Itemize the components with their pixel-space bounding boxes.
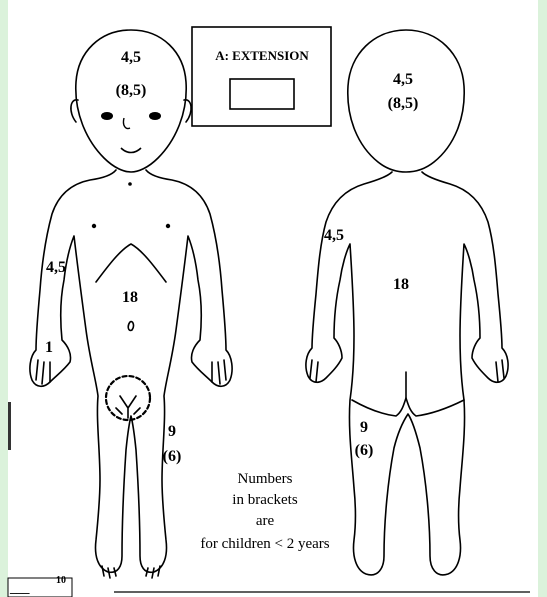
front-eye-right <box>149 112 161 120</box>
back-head-value: 4,5 <box>393 71 413 88</box>
front-eye-left <box>101 112 113 120</box>
front-trunk-value: 18 <box>122 289 138 306</box>
front-leg-child-value: (6) <box>163 448 182 465</box>
footer-number: 10 <box>56 575 66 586</box>
left-margin-mark <box>8 402 11 450</box>
note: Numbers in brackets are for children < 2… <box>200 471 329 552</box>
note-line-4: for children < 2 years <box>200 536 329 552</box>
front-nipple-right <box>166 224 170 228</box>
front-arm-value: 4,5 <box>46 259 66 276</box>
footer: ___ 10 <box>8 575 530 597</box>
front-face <box>92 112 170 228</box>
back-leg-value: 9 <box>360 419 368 436</box>
front-genital-value: 1 <box>45 339 53 356</box>
back-arm-value: 4,5 <box>324 227 344 244</box>
front-nipple-left <box>92 224 96 228</box>
extension-box-outer <box>192 27 331 126</box>
front-head-value: 4,5 <box>121 49 141 66</box>
note-line-2: in brackets <box>232 492 298 508</box>
front-body-outline <box>30 170 232 572</box>
back-leg-child-value: (6) <box>355 442 374 459</box>
front-genital-mark <box>116 396 140 418</box>
front-labels: 4,5 (8,5) 4,5 18 1 9 (6) <box>45 49 181 465</box>
front-mouth <box>121 148 141 153</box>
front-neck-dot <box>128 182 132 186</box>
front-chest-line <box>96 244 166 282</box>
back-trunk-value: 18 <box>393 276 409 293</box>
front-nose <box>123 118 130 129</box>
extension-box: A: EXTENSION <box>192 27 331 126</box>
extension-box-inner <box>230 79 294 109</box>
front-hand-left-fingers <box>36 360 50 384</box>
front-head-child-value: (8,5) <box>116 82 147 99</box>
back-hand-right-fingers <box>496 360 504 382</box>
back-hand-left-fingers <box>310 360 318 382</box>
front-hand-right-fingers <box>212 360 226 384</box>
note-line-1: Numbers <box>238 471 293 487</box>
back-labels: 4,5 (8,5) 4,5 18 9 (6) <box>324 71 418 459</box>
front-navel <box>128 322 133 331</box>
extension-label: A: EXTENSION <box>215 48 309 63</box>
back-head-child-value: (8,5) <box>388 95 419 112</box>
footer-left-mark: ___ <box>9 580 30 595</box>
note-line-3: are <box>256 513 275 529</box>
front-leg-value: 9 <box>168 423 176 440</box>
